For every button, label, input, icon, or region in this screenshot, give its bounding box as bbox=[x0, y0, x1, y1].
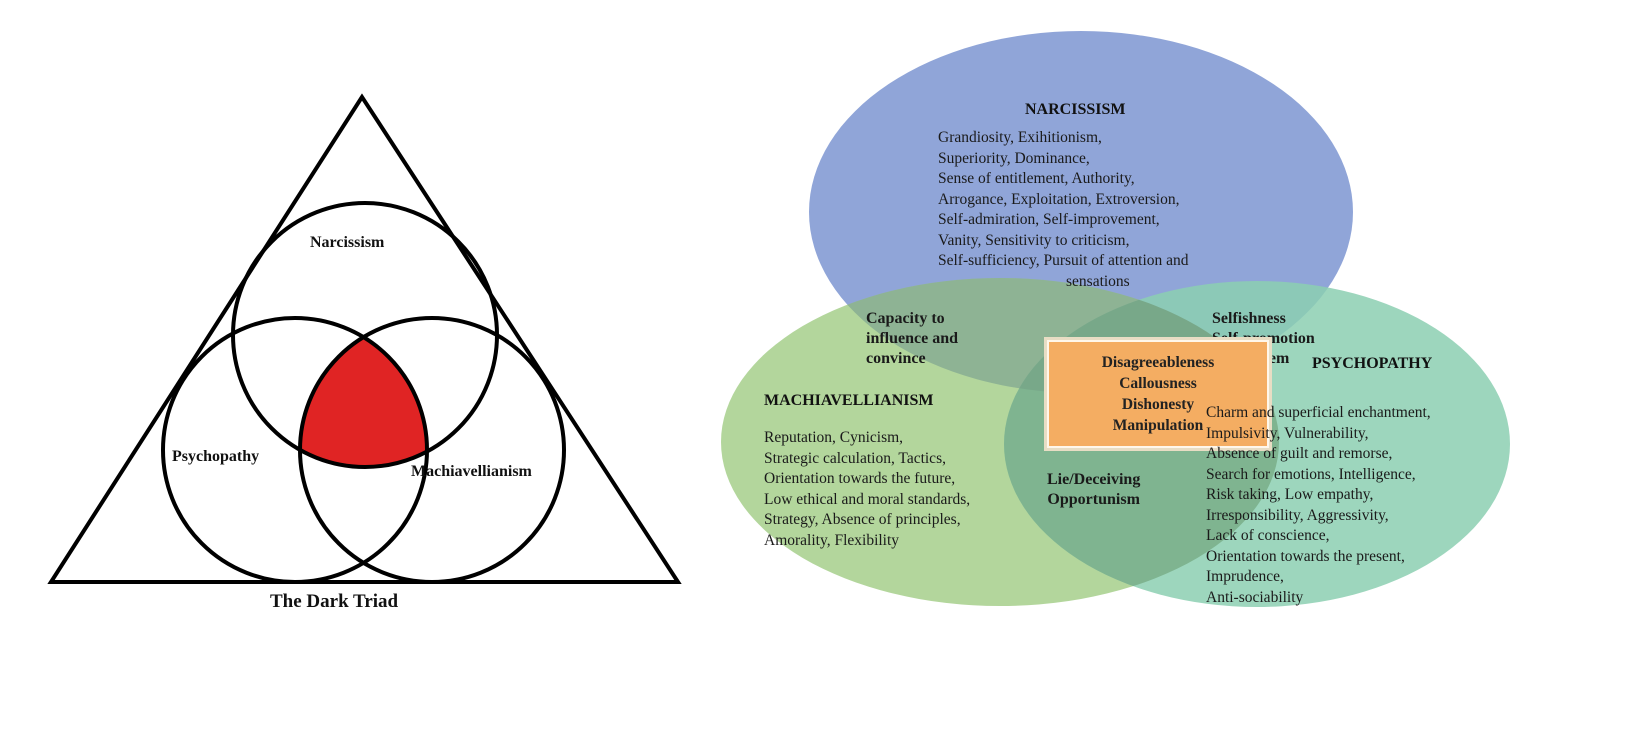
trait-line: Strategic calculation, Tactics, bbox=[764, 449, 946, 467]
trait-line: Grandiosity, Exihitionism, bbox=[938, 129, 1102, 146]
triad-psychopathy-label: Psychopathy bbox=[172, 448, 260, 465]
trait-line: Risk taking, Low empathy, bbox=[1206, 486, 1374, 503]
trait-line: Sense of entitlement, Authority, bbox=[938, 170, 1135, 187]
trait-line: Selfishness bbox=[1212, 310, 1286, 327]
trait-line: Impulsivity, Vulnerability, bbox=[1206, 424, 1369, 442]
venn-psychopathy-traits: Charm and superficial enchantment, Impuls… bbox=[1206, 403, 1431, 608]
triad-caption: The Dark Triad bbox=[270, 591, 399, 612]
trait-line: Vanity, Sensitivity to criticism, bbox=[938, 231, 1130, 249]
core-trait: Callousness bbox=[1119, 375, 1197, 392]
trait-line: Irresponsibility, Aggressivity, bbox=[1206, 506, 1389, 524]
core-trait: Manipulation bbox=[1112, 417, 1204, 434]
trait-line: Opportunism bbox=[1047, 491, 1140, 508]
trait-line: Strategy, Absence of principles, bbox=[764, 511, 961, 528]
trait-line: sensations bbox=[1066, 272, 1130, 290]
venn-narcissism-traits: Grandiosity, Exihitionism, Superiority, D… bbox=[938, 128, 1189, 292]
triad-triangle bbox=[47, 93, 682, 584]
trait-line: Orientation towards the present, bbox=[1206, 547, 1405, 565]
trait-line: Imprudence, bbox=[1206, 568, 1284, 585]
trait-line: Search for emotions, Intelligence, bbox=[1206, 465, 1416, 483]
trait-line: Charm and superficial enchantment, bbox=[1206, 404, 1431, 421]
trait-line: Self-admiration, Self-improvement, bbox=[938, 211, 1160, 228]
venn-psychopathy-title: PSYCHOPATHY bbox=[1312, 355, 1433, 372]
trait-line: Capacity to bbox=[866, 310, 945, 327]
core-trait: Dishonesty bbox=[1121, 396, 1195, 413]
trait-line: Orientation towards the future, bbox=[764, 470, 956, 487]
venn-machiavellianism-title: MACHIAVELLIANISM bbox=[764, 392, 934, 409]
trait-line: Low ethical and moral standards, bbox=[764, 490, 971, 508]
trait-line: Amorality, Flexibility bbox=[764, 531, 900, 549]
venn-narcissism-title: NARCISSISM bbox=[1025, 101, 1126, 118]
core-trait: Disagreeableness bbox=[1101, 354, 1215, 371]
trait-line: Lie/Deceiving bbox=[1047, 471, 1141, 488]
triad-machiavellianism-circle bbox=[298, 316, 566, 584]
trait-line: influence and bbox=[866, 330, 959, 347]
trait-line: Reputation, Cynicism, bbox=[764, 429, 904, 446]
triad-core-region bbox=[300, 318, 427, 467]
triad-machiavellianism-label: Machiavellianism bbox=[411, 463, 532, 480]
trait-line: Lack of conscience, bbox=[1206, 527, 1330, 544]
trait-line: Arrogance, Exploitation, Extroversion, bbox=[938, 190, 1180, 208]
venn-machiavellianism-traits: Reputation, Cynicism, Strategic calculati… bbox=[764, 428, 970, 551]
trait-line: Superiority, Dominance, bbox=[938, 149, 1090, 167]
trait-line: Self-sufficiency, Pursuit of attention a… bbox=[938, 252, 1189, 269]
triad-psychopathy-circle bbox=[161, 316, 429, 584]
venn-overlap-narc-mach-traits: Capacity to influence and convince bbox=[866, 309, 958, 369]
trait-line: convince bbox=[866, 350, 926, 367]
triad-narcissism-label: Narcissism bbox=[310, 234, 385, 251]
trait-line: Anti-sociability bbox=[1206, 588, 1304, 606]
trait-line: Absence of guilt and remorse, bbox=[1206, 445, 1393, 462]
